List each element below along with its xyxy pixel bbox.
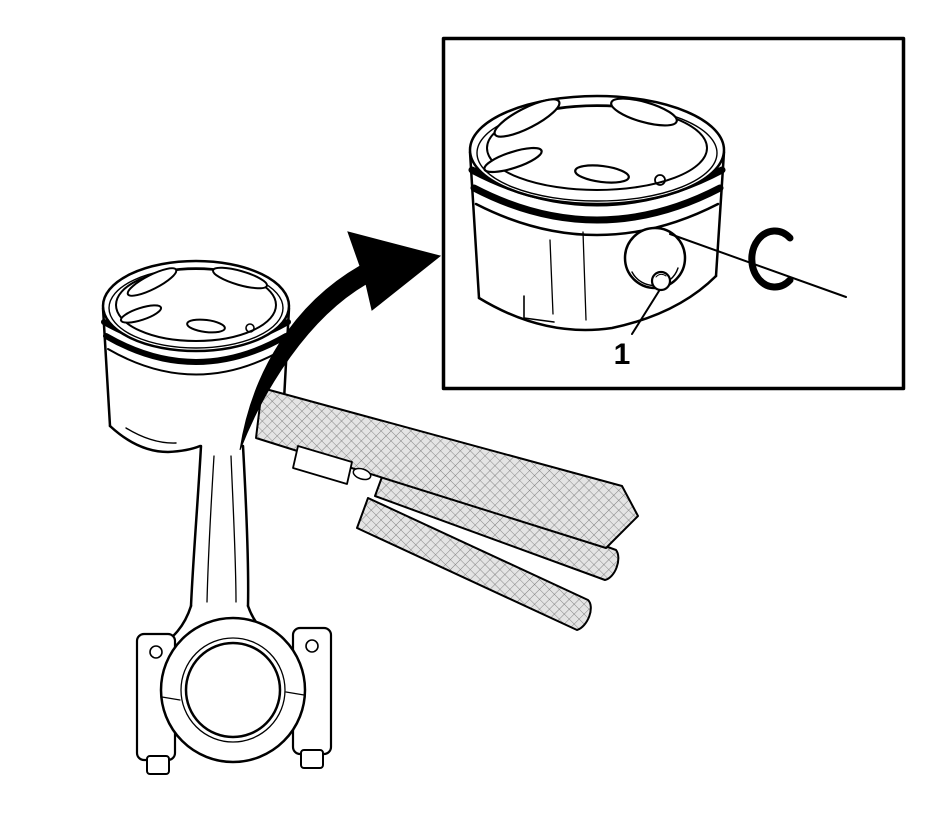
guide-plate-pin-hole	[352, 467, 372, 481]
crown-valve-relief-slots	[119, 266, 268, 334]
inset-crown-valve-relief-slots	[483, 97, 678, 184]
installation-line	[669, 233, 847, 298]
pin-guide-tool	[255, 387, 639, 631]
inset-piston-crown	[468, 94, 726, 206]
guide-plate	[255, 387, 639, 549]
inset-crown-drill-mark	[654, 174, 666, 186]
rod-big-end	[159, 616, 307, 764]
piston-pin-bore	[623, 226, 687, 292]
callout-1-label: 1	[614, 338, 631, 371]
guide-plate-step	[292, 445, 353, 485]
crown-drill-mark	[245, 323, 255, 333]
callout-leader-line	[631, 290, 660, 335]
inset-detail: 1	[441, 36, 906, 391]
connecting-rod	[159, 444, 279, 648]
zoom-arrow-icon	[239, 231, 442, 451]
inset-detail-box	[441, 36, 906, 391]
main-piston-assembly	[101, 259, 333, 775]
retaining-ring-icon	[748, 227, 794, 291]
rod-big-end-bosses	[135, 626, 333, 775]
guide-rod-lower	[356, 497, 592, 631]
main-piston-crown	[101, 259, 291, 353]
